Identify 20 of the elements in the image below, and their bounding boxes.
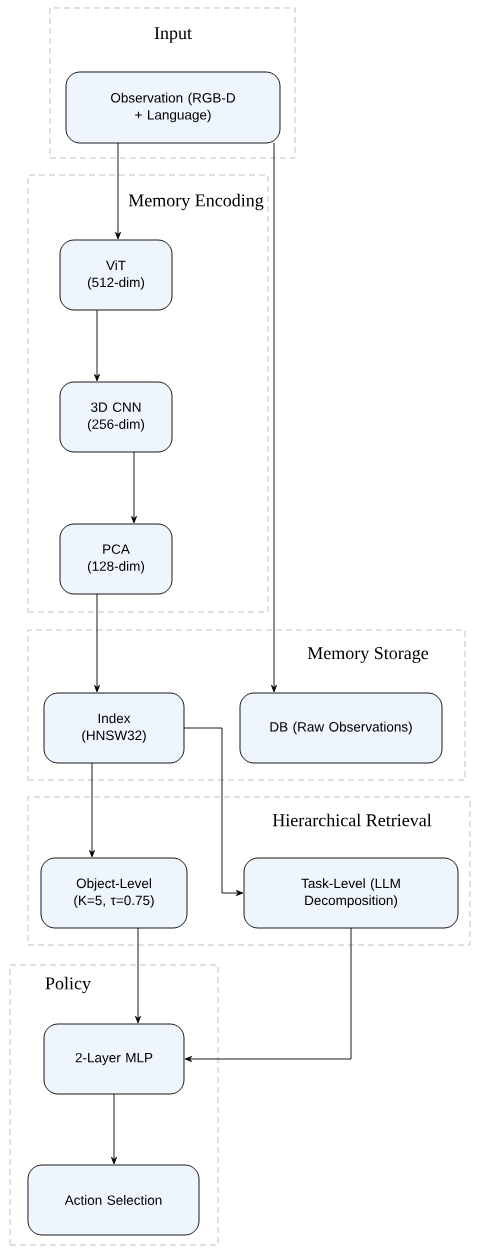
- process-box: Object-Level (K=5, τ=0.75): [40, 857, 188, 929]
- arrow: [94, 593, 100, 693]
- arrow: [94, 309, 100, 382]
- arrow: [89, 762, 95, 858]
- process-box: DB (Raw Observations): [239, 692, 443, 764]
- arrow: [131, 451, 137, 524]
- arrow: [135, 927, 141, 1024]
- process-box: Task-Level (LLM Decomposition): [243, 857, 459, 929]
- process-box: Observation (RGB-D + Language): [65, 71, 281, 144]
- arrow: [271, 142, 277, 693]
- process-box: PCA (128-dim): [59, 523, 173, 595]
- arrow: [115, 142, 121, 240]
- arrow: [183, 727, 244, 896]
- arrow: [184, 927, 352, 1062]
- process-box: ViT (512-dim): [59, 239, 173, 311]
- arrow: [111, 1093, 117, 1165]
- process-box: Action Selection: [27, 1164, 200, 1236]
- process-box: 3D CNN (256-dim): [59, 381, 173, 453]
- process-box: 2-Layer MLP: [43, 1023, 185, 1095]
- process-box: Index (HNSW32): [43, 692, 185, 764]
